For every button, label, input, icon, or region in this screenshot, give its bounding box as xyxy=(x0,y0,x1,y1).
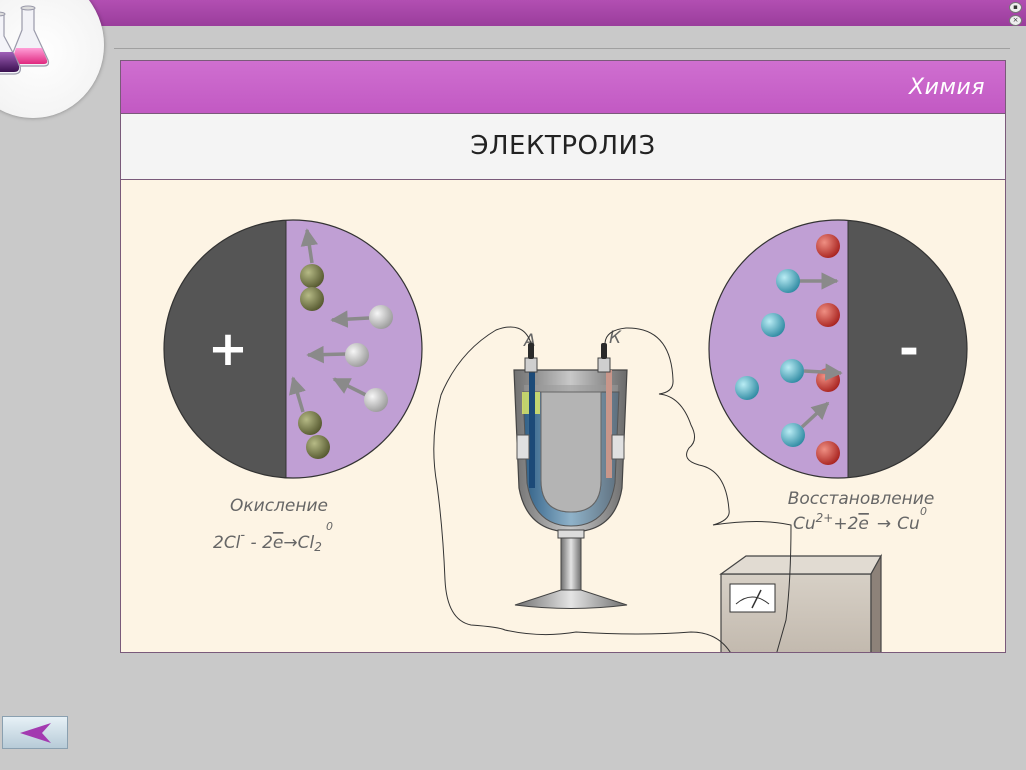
wire-cathode xyxy=(604,327,792,652)
electrolysis-illustration: + Окисление xyxy=(163,219,968,652)
chlorine-atom xyxy=(306,435,330,459)
oxidation-label: Окисление xyxy=(230,496,328,516)
voltmeter-icon xyxy=(729,583,776,613)
reduction-state-zero: 0 xyxy=(920,505,927,518)
anode-sign: + xyxy=(208,321,248,377)
back-arrow-icon xyxy=(20,723,51,743)
copper-ion xyxy=(761,313,785,337)
page-title: ЭЛЕКТРОЛИЗ xyxy=(470,131,656,161)
cathode-zoom: - Восстановление Cu2++2e→Cu 0 xyxy=(708,219,968,534)
copper-atom xyxy=(816,441,840,465)
chloride-ion xyxy=(330,305,393,329)
chlorine-molecule xyxy=(300,228,324,311)
oxidation-state-zero: 0 xyxy=(326,520,333,533)
electrode-k-label: К xyxy=(609,328,622,348)
logo-badge xyxy=(0,0,104,118)
copper-ion xyxy=(781,401,830,447)
oxidation-equation: 2Cl- - 2e→Cl2 xyxy=(213,528,322,554)
window-controls: ▪ × xyxy=(1009,2,1022,26)
chloride-ion xyxy=(306,343,369,367)
chlorine-atom xyxy=(298,411,322,435)
chloride-ion xyxy=(332,377,388,412)
close-button[interactable]: × xyxy=(1009,15,1022,26)
copper-ion xyxy=(735,376,759,400)
back-button[interactable] xyxy=(2,716,68,749)
wire-anode xyxy=(433,326,731,652)
minimize-button[interactable]: ▪ xyxy=(1009,2,1022,13)
chlorine-atom xyxy=(300,264,324,288)
power-supply xyxy=(719,553,883,652)
cathode-sign: - xyxy=(899,321,919,377)
anode-zoom: + Окисление xyxy=(163,219,423,554)
copper-ion xyxy=(776,269,839,293)
page-title-bar: ЭЛЕКТРОЛИЗ xyxy=(121,114,1005,180)
reduction-equation: Cu2++2e→Cu xyxy=(793,511,920,534)
copper-atom xyxy=(816,234,840,258)
subject-label: Химия xyxy=(909,75,985,100)
content-panel: Химия ЭЛЕКТРОЛИЗ xyxy=(120,60,1006,653)
copper-ion xyxy=(780,359,843,383)
header-divider xyxy=(114,48,1010,49)
chlorine-molecule xyxy=(289,376,330,459)
chlorine-atom xyxy=(300,287,324,311)
electrolysis-apparatus: А К xyxy=(513,328,628,609)
copper-atom xyxy=(816,303,840,327)
chemistry-flasks-icon xyxy=(0,5,50,75)
title-bar-strip: ▪ × xyxy=(0,0,1026,26)
reduction-label: Восстановление xyxy=(788,489,935,509)
subject-band: Химия xyxy=(121,61,1005,114)
